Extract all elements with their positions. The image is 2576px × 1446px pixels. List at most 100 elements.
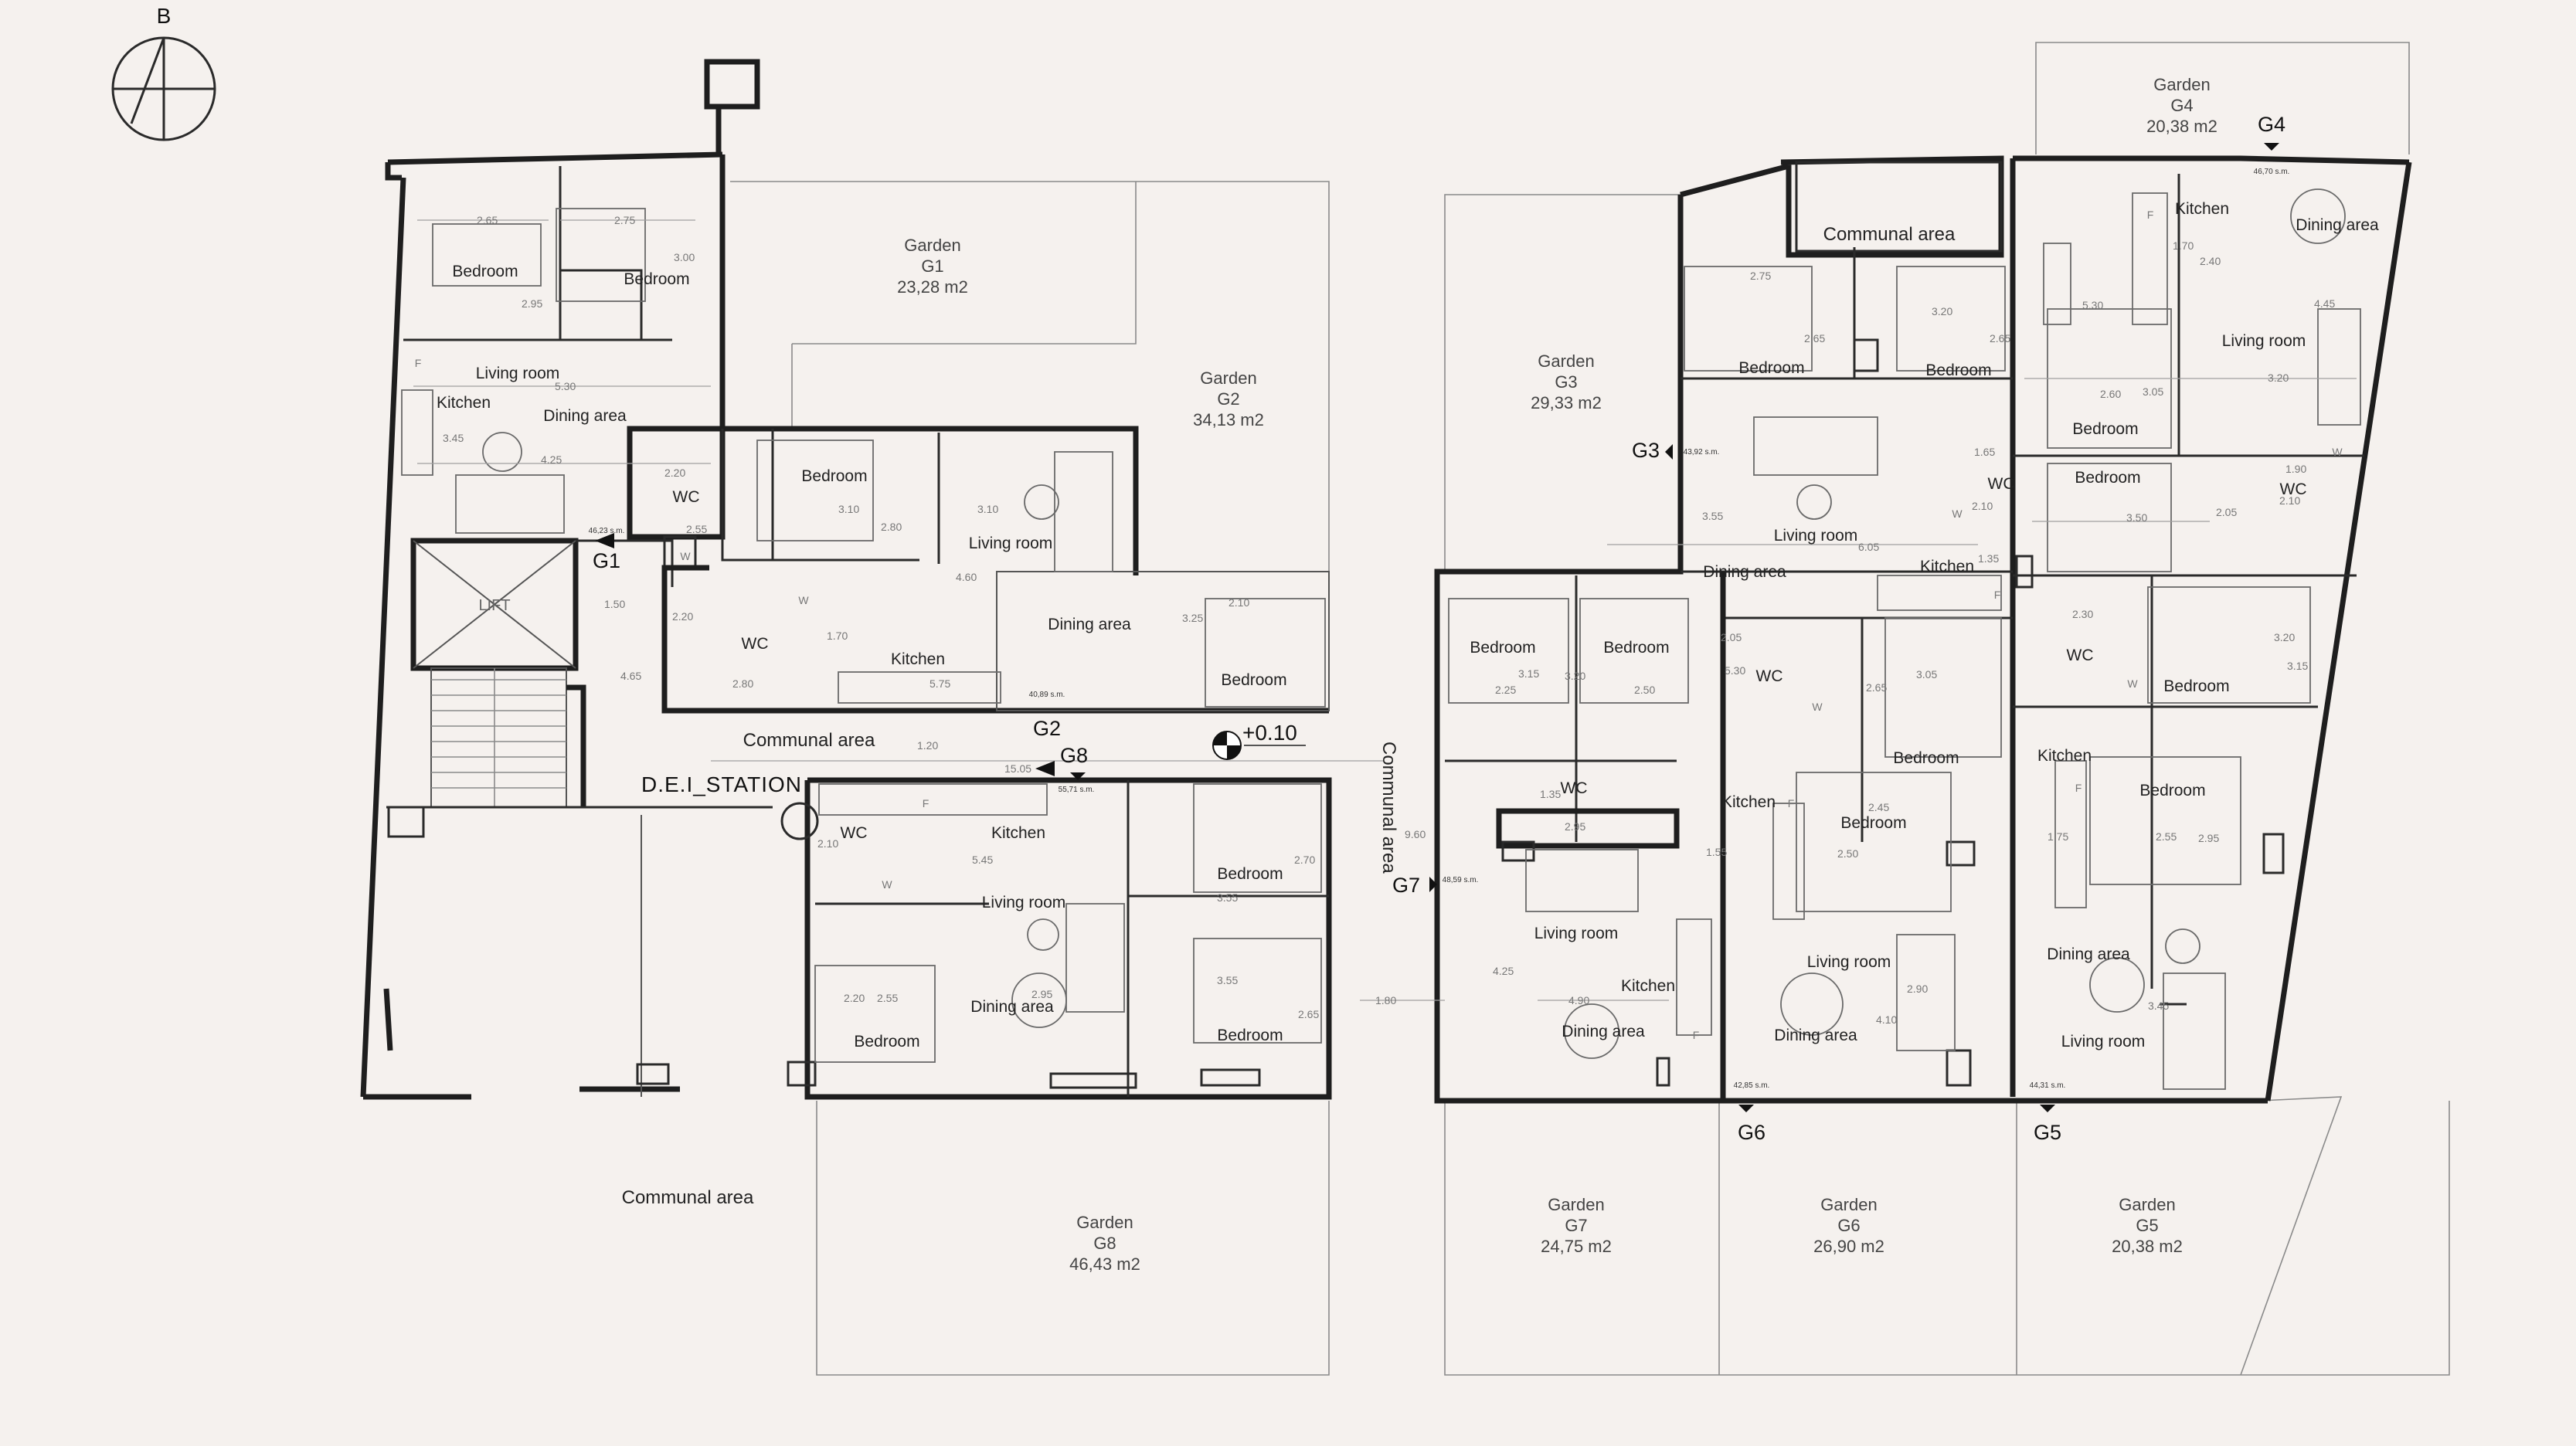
dimension: 2.10	[1229, 596, 1249, 609]
dimension: 2.55	[877, 992, 898, 1004]
dimension: 5.30	[2082, 299, 2103, 311]
dimension: 3.20	[1932, 305, 1952, 317]
room-label-dining: Dining area	[1562, 1023, 1645, 1040]
north-letter: B	[157, 4, 172, 28]
room-label-living: Living room	[2061, 1033, 2146, 1051]
room-label-bedroom: Bedroom	[801, 467, 867, 485]
dimension: 4.60	[956, 571, 977, 583]
dimension: 15.05	[1004, 762, 1031, 775]
dimension: 3.20	[2268, 372, 2289, 384]
garden-g1: Garden G1 23,28 m2	[897, 236, 968, 297]
washer-icon: W	[798, 594, 809, 606]
dimension: 2.70	[1294, 854, 1315, 866]
dimension-lines	[413, 219, 2357, 1001]
fridge-icon: F	[923, 797, 929, 810]
garden-code: G6	[1837, 1216, 1860, 1235]
garden-name: Garden	[1538, 351, 1594, 371]
washer-icon: W	[1812, 701, 1823, 713]
dimension: 2.30	[2072, 608, 2093, 620]
dimension: 3.25	[1182, 612, 1203, 624]
dimension: 9.60	[1405, 828, 1426, 840]
unit-tag-g6: 42,85 s.m. G6	[1734, 1081, 1770, 1144]
room-label-living: Living room	[982, 894, 1066, 911]
room-label-bedroom: Bedroom	[452, 263, 518, 280]
garden-outlines	[730, 42, 2450, 1376]
dimension: 2.80	[732, 677, 753, 690]
dimension: 2.65	[1298, 1008, 1319, 1020]
dimension: 3.05	[2143, 385, 2163, 398]
room-label-bedroom: Bedroom	[2139, 782, 2205, 799]
room-label-kitchen: Kitchen	[2175, 200, 2229, 218]
dimension: 2.10	[817, 837, 838, 850]
dimension: 1.55	[1706, 846, 1727, 858]
room-label-living: Living room	[1534, 925, 1619, 942]
unit-area: 55,71 s.m.	[1059, 786, 1095, 794]
garden-code: G5	[2136, 1216, 2158, 1235]
dimension: 1.65	[1974, 446, 1995, 458]
dimension: 2.10	[2279, 494, 2300, 507]
garden-area: 20,38 m2	[2112, 1237, 2183, 1256]
room-label-dining: Dining area	[970, 998, 1054, 1016]
unit-tag-g2: 40,89 s.m. G2	[1029, 691, 1065, 740]
left-building: LIFT	[360, 59, 1332, 1100]
dimension: 2.95	[2198, 832, 2219, 844]
room-label-living: Living room	[476, 365, 560, 382]
room-label-bedroom: Bedroom	[2075, 469, 2140, 487]
garden-area: 46,43 m2	[1069, 1254, 1140, 1274]
unit-code: G5	[2034, 1121, 2061, 1144]
room-label-kitchen: Kitchen	[2037, 747, 2092, 765]
garden-name: Garden	[904, 236, 960, 255]
garden-name: Garden	[2153, 75, 2210, 94]
room-label-bedroom: Bedroom	[1925, 362, 1991, 379]
dimension: 1.80	[1375, 994, 1396, 1006]
unit-area: 46,23 s.m.	[589, 527, 625, 535]
unit-tag-g4: G4 46,70 s.m.	[2254, 113, 2290, 176]
dimension: 4.25	[541, 453, 562, 466]
washer-icon: W	[2332, 446, 2343, 458]
room-label-dining: Dining area	[543, 407, 627, 425]
room-label-kitchen: Kitchen	[1721, 793, 1776, 811]
fridge-icon: F	[2147, 209, 2154, 221]
dimension: 2.75	[1750, 270, 1771, 282]
garden-area: 20,38 m2	[2146, 117, 2217, 136]
fridge-icon: F	[415, 357, 422, 369]
room-label-living: Living room	[2222, 332, 2306, 350]
dimension: 1.70	[827, 630, 848, 642]
unit-code: G8	[1060, 744, 1088, 767]
room-label-living: Living room	[1807, 953, 1891, 971]
garden-area: 24,75 m2	[1541, 1237, 1612, 1256]
room-label-dining: Dining area	[1774, 1027, 1857, 1044]
room-label-bedroom: Bedroom	[1738, 359, 1804, 377]
dimension: 5.30	[555, 380, 576, 392]
garden-code: G1	[921, 256, 943, 276]
unit-code: G4	[2258, 113, 2285, 136]
unit-code: G3	[1632, 439, 1660, 462]
garden-name: Garden	[2119, 1195, 2175, 1214]
dimension: 4.25	[1493, 965, 1514, 977]
dimension: 3.45	[443, 432, 464, 444]
room-label-kitchen: Kitchen	[437, 394, 491, 412]
dimension: 1.35	[1978, 552, 1999, 565]
garden-code: G3	[1555, 372, 1577, 392]
dimension: 4.10	[1876, 1013, 1897, 1026]
room-label-wc: WC	[673, 488, 700, 506]
dimension: 1.35	[1540, 788, 1561, 800]
unit-tag-g5: 44,31 s.m. G5	[2030, 1081, 2066, 1144]
room-label-bedroom: Bedroom	[1603, 639, 1669, 657]
lift-label: LIFT	[478, 597, 510, 614]
dimension: 2.40	[2200, 255, 2221, 267]
room-label-wc: WC	[841, 824, 868, 842]
dimension: 1.20	[917, 739, 938, 752]
washer-icon: W	[882, 878, 892, 891]
room-label-bedroom: Bedroom	[1221, 671, 1286, 689]
dimension: 2.60	[2100, 388, 2121, 400]
room-label-kitchen: Kitchen	[891, 650, 945, 668]
communal-area-label: Communal area	[743, 730, 875, 751]
garden-code: G2	[1217, 389, 1239, 409]
room-label-bedroom: Bedroom	[854, 1033, 919, 1051]
dimension: 4.45	[2314, 297, 2335, 310]
garden-code: G8	[1093, 1234, 1116, 1253]
unit-area: 46,70 s.m.	[2254, 168, 2290, 176]
dimension: 2.20	[844, 992, 865, 1004]
garden-g4: Garden G4 20,38 m2	[2146, 75, 2217, 136]
